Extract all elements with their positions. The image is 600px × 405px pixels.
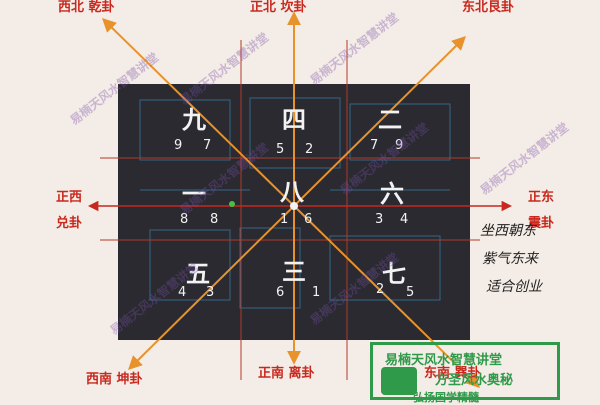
note-line-1: 坐西朝东 xyxy=(480,223,536,239)
stamp-seal-icon xyxy=(381,367,417,395)
label-northwest: 西北 乾卦 xyxy=(58,0,115,15)
label-east-bottom: 震卦 xyxy=(528,216,555,231)
palace-nw-number: 九 xyxy=(182,105,206,134)
palace-c-number: 八 xyxy=(280,177,304,206)
palace-e-a: 3 xyxy=(375,212,384,227)
note-line-3: 适合创业 xyxy=(486,279,542,295)
palace-e-b: 4 xyxy=(400,212,409,227)
palace-ne-a: 7 xyxy=(370,138,379,153)
center-point xyxy=(290,202,298,210)
stamp-line-3: 弘扬国学精髓 xyxy=(413,391,479,404)
green-marker xyxy=(229,201,235,207)
palace-w-number: 一 xyxy=(182,179,206,208)
palace-n-a: 5 xyxy=(276,142,285,157)
label-east-top: 正东 xyxy=(528,190,555,205)
palace-se-b: 5 xyxy=(406,285,415,300)
palace-se-number: 七 xyxy=(382,259,406,288)
palace-sw-number: 五 xyxy=(186,259,210,288)
palace-se-a: 2 xyxy=(376,282,385,297)
label-west-top: 正西 xyxy=(56,190,83,205)
palace-c-b: 6 xyxy=(304,212,313,227)
palace-c-a: 1 xyxy=(280,212,289,227)
label-north: 正北 坎卦 xyxy=(250,0,307,15)
stamp-line-2: 方圣风水奥秘 xyxy=(435,373,514,388)
palace-s-number: 三 xyxy=(282,257,306,286)
label-southwest: 西南 坤卦 xyxy=(86,372,143,387)
label-south: 正南 离卦 xyxy=(258,366,315,381)
palace-n-b: 2 xyxy=(305,142,314,157)
palace-ne-b: 9 xyxy=(395,138,404,153)
label-northeast: 东北艮卦 xyxy=(462,0,515,15)
palace-nw-a: 9 xyxy=(174,138,183,153)
label-west-bottom: 兑卦 xyxy=(56,216,83,231)
palace-nw-b: 7 xyxy=(203,138,212,153)
palace-w-b: 8 xyxy=(210,212,219,227)
palace-s-b: 1 xyxy=(312,285,321,300)
stamp: 易楠天风水智慧讲堂 方圣风水奥秘 弘扬国学精髓 xyxy=(370,342,560,404)
stamp-line-1: 易楠天风水智慧讲堂 xyxy=(385,353,503,368)
label-southeast: 东南 巽卦 xyxy=(424,366,481,381)
ne-sw-axis xyxy=(128,36,466,370)
palace-s-a: 6 xyxy=(276,285,285,300)
note-line-2: 紫气东来 xyxy=(482,251,538,267)
palace-sw-b: 3 xyxy=(206,285,215,300)
palace-n-number: 四 xyxy=(282,105,306,134)
palace-ne-number: 二 xyxy=(378,105,402,134)
palace-w-a: 8 xyxy=(180,212,189,227)
palace-e-number: 六 xyxy=(380,179,404,208)
palace-sw-a: 4 xyxy=(178,285,187,300)
